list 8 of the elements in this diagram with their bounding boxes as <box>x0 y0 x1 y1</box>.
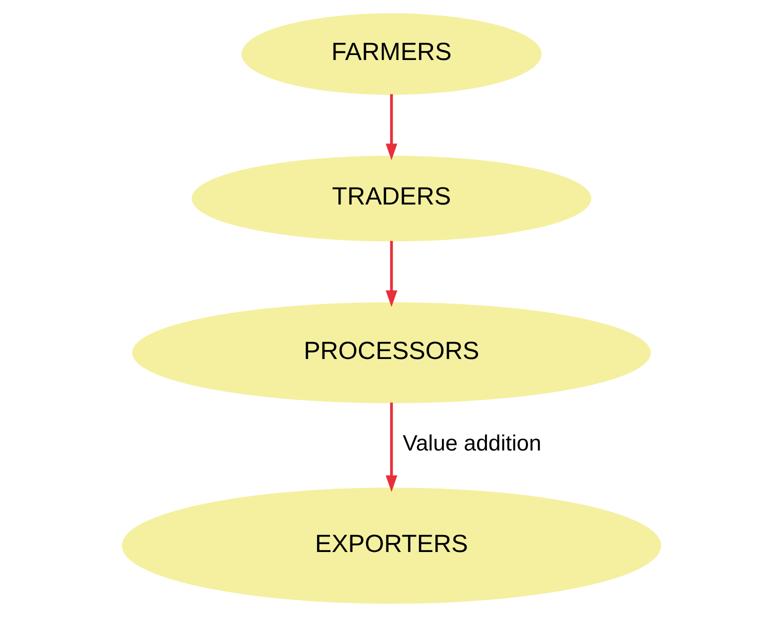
node-ellipse: PROCESSORS <box>132 302 651 404</box>
node-ellipse: EXPORTERS <box>122 488 662 604</box>
node-ellipse: FARMERS <box>241 13 542 95</box>
edge-label: Value addition <box>402 430 542 456</box>
node-ellipse: TRADERS <box>192 156 592 242</box>
arrow <box>386 402 398 492</box>
arrow <box>386 94 398 160</box>
arrow <box>386 240 398 308</box>
